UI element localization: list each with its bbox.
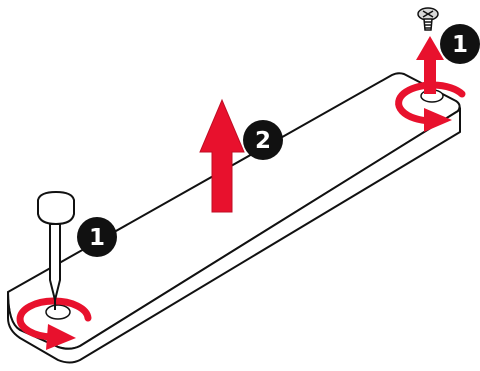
step-label-left: 1 xyxy=(89,225,105,251)
rotate-arrowhead-icon xyxy=(424,108,452,132)
step-label-center: 2 xyxy=(255,128,271,154)
left-screw-hole xyxy=(45,304,71,320)
rotate-arrowhead-icon xyxy=(46,324,76,350)
step-badge-icon xyxy=(440,24,480,64)
m2-board xyxy=(7,72,461,364)
rotate-arrow-icon xyxy=(395,81,466,125)
step-label-right: 1 xyxy=(452,32,468,58)
board-side-face xyxy=(7,107,461,364)
up-arrow-icon xyxy=(199,98,245,213)
step-badge-center: 2 xyxy=(243,120,283,160)
step-badge-left: 1 xyxy=(77,217,117,257)
right-up-arrow-icon xyxy=(416,36,444,94)
left-screw-site xyxy=(16,297,92,350)
step-badge-icon xyxy=(77,217,117,257)
step-badge-right: 1 xyxy=(440,24,480,64)
step-badge-icon xyxy=(243,120,283,160)
rotate-arrow-icon xyxy=(16,297,92,341)
screwdriver-icon xyxy=(37,190,75,310)
screw-icon xyxy=(417,7,439,31)
